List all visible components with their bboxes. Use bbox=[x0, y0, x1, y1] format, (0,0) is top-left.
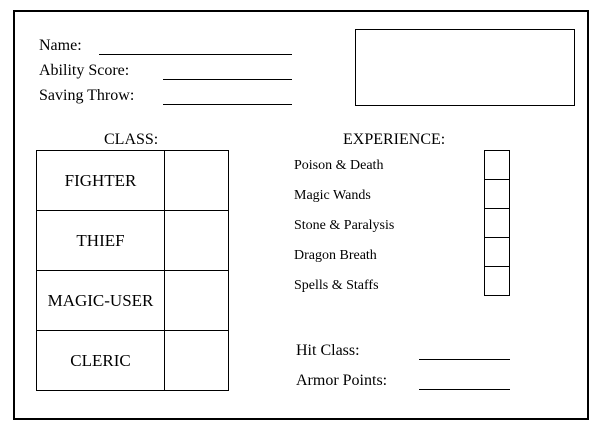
experience-item-stone-paralysis: Stone & Paralysis bbox=[294, 218, 395, 233]
portrait-box[interactable] bbox=[355, 29, 575, 106]
name-label: Name: bbox=[39, 37, 82, 54]
experience-item-spells-staffs: Spells & Staffs bbox=[294, 278, 379, 293]
experience-checkbox-dragon-breath[interactable] bbox=[484, 237, 510, 267]
armor-points-label: Armor Points: bbox=[296, 372, 388, 389]
character-sheet: Name: Ability Score: Saving Throw: CLASS… bbox=[13, 10, 589, 420]
experience-checkbox-spells-staffs[interactable] bbox=[484, 266, 510, 296]
hit-class-field[interactable] bbox=[419, 359, 510, 360]
experience-item-magic-wands: Magic Wands bbox=[294, 188, 371, 203]
saving-throw-field[interactable] bbox=[163, 104, 292, 105]
class-name-thief: THIEF bbox=[37, 211, 165, 270]
hit-class-label: Hit Class: bbox=[296, 342, 360, 359]
ability-score-label: Ability Score: bbox=[39, 62, 130, 79]
class-name-magic-user: MAGIC-USER bbox=[37, 271, 165, 330]
class-row-cleric: CLERIC bbox=[37, 331, 228, 390]
class-checkbox-magic-user[interactable] bbox=[165, 271, 228, 330]
class-table: FIGHTER THIEF MAGIC-USER CLERIC bbox=[36, 150, 229, 391]
class-name-cleric: CLERIC bbox=[37, 331, 165, 390]
experience-checkbox-stone-paralysis[interactable] bbox=[484, 208, 510, 238]
class-title: CLASS: bbox=[104, 131, 159, 148]
class-checkbox-thief[interactable] bbox=[165, 211, 228, 270]
class-checkbox-fighter[interactable] bbox=[165, 151, 228, 210]
class-name-fighter: FIGHTER bbox=[37, 151, 165, 210]
class-row-magic-user: MAGIC-USER bbox=[37, 271, 228, 331]
class-row-fighter: FIGHTER bbox=[37, 151, 228, 211]
name-field[interactable] bbox=[99, 54, 292, 55]
experience-title: EXPERIENCE: bbox=[343, 131, 446, 148]
armor-points-field[interactable] bbox=[419, 389, 510, 390]
experience-item-dragon-breath: Dragon Breath bbox=[294, 248, 377, 263]
class-checkbox-cleric[interactable] bbox=[165, 331, 228, 390]
ability-score-field[interactable] bbox=[163, 79, 292, 80]
experience-checkbox-magic-wands[interactable] bbox=[484, 179, 510, 209]
experience-checkbox-poison-death[interactable] bbox=[484, 150, 510, 180]
class-row-thief: THIEF bbox=[37, 211, 228, 271]
saving-throw-label: Saving Throw: bbox=[39, 87, 135, 104]
experience-item-poison-death: Poison & Death bbox=[294, 158, 384, 173]
